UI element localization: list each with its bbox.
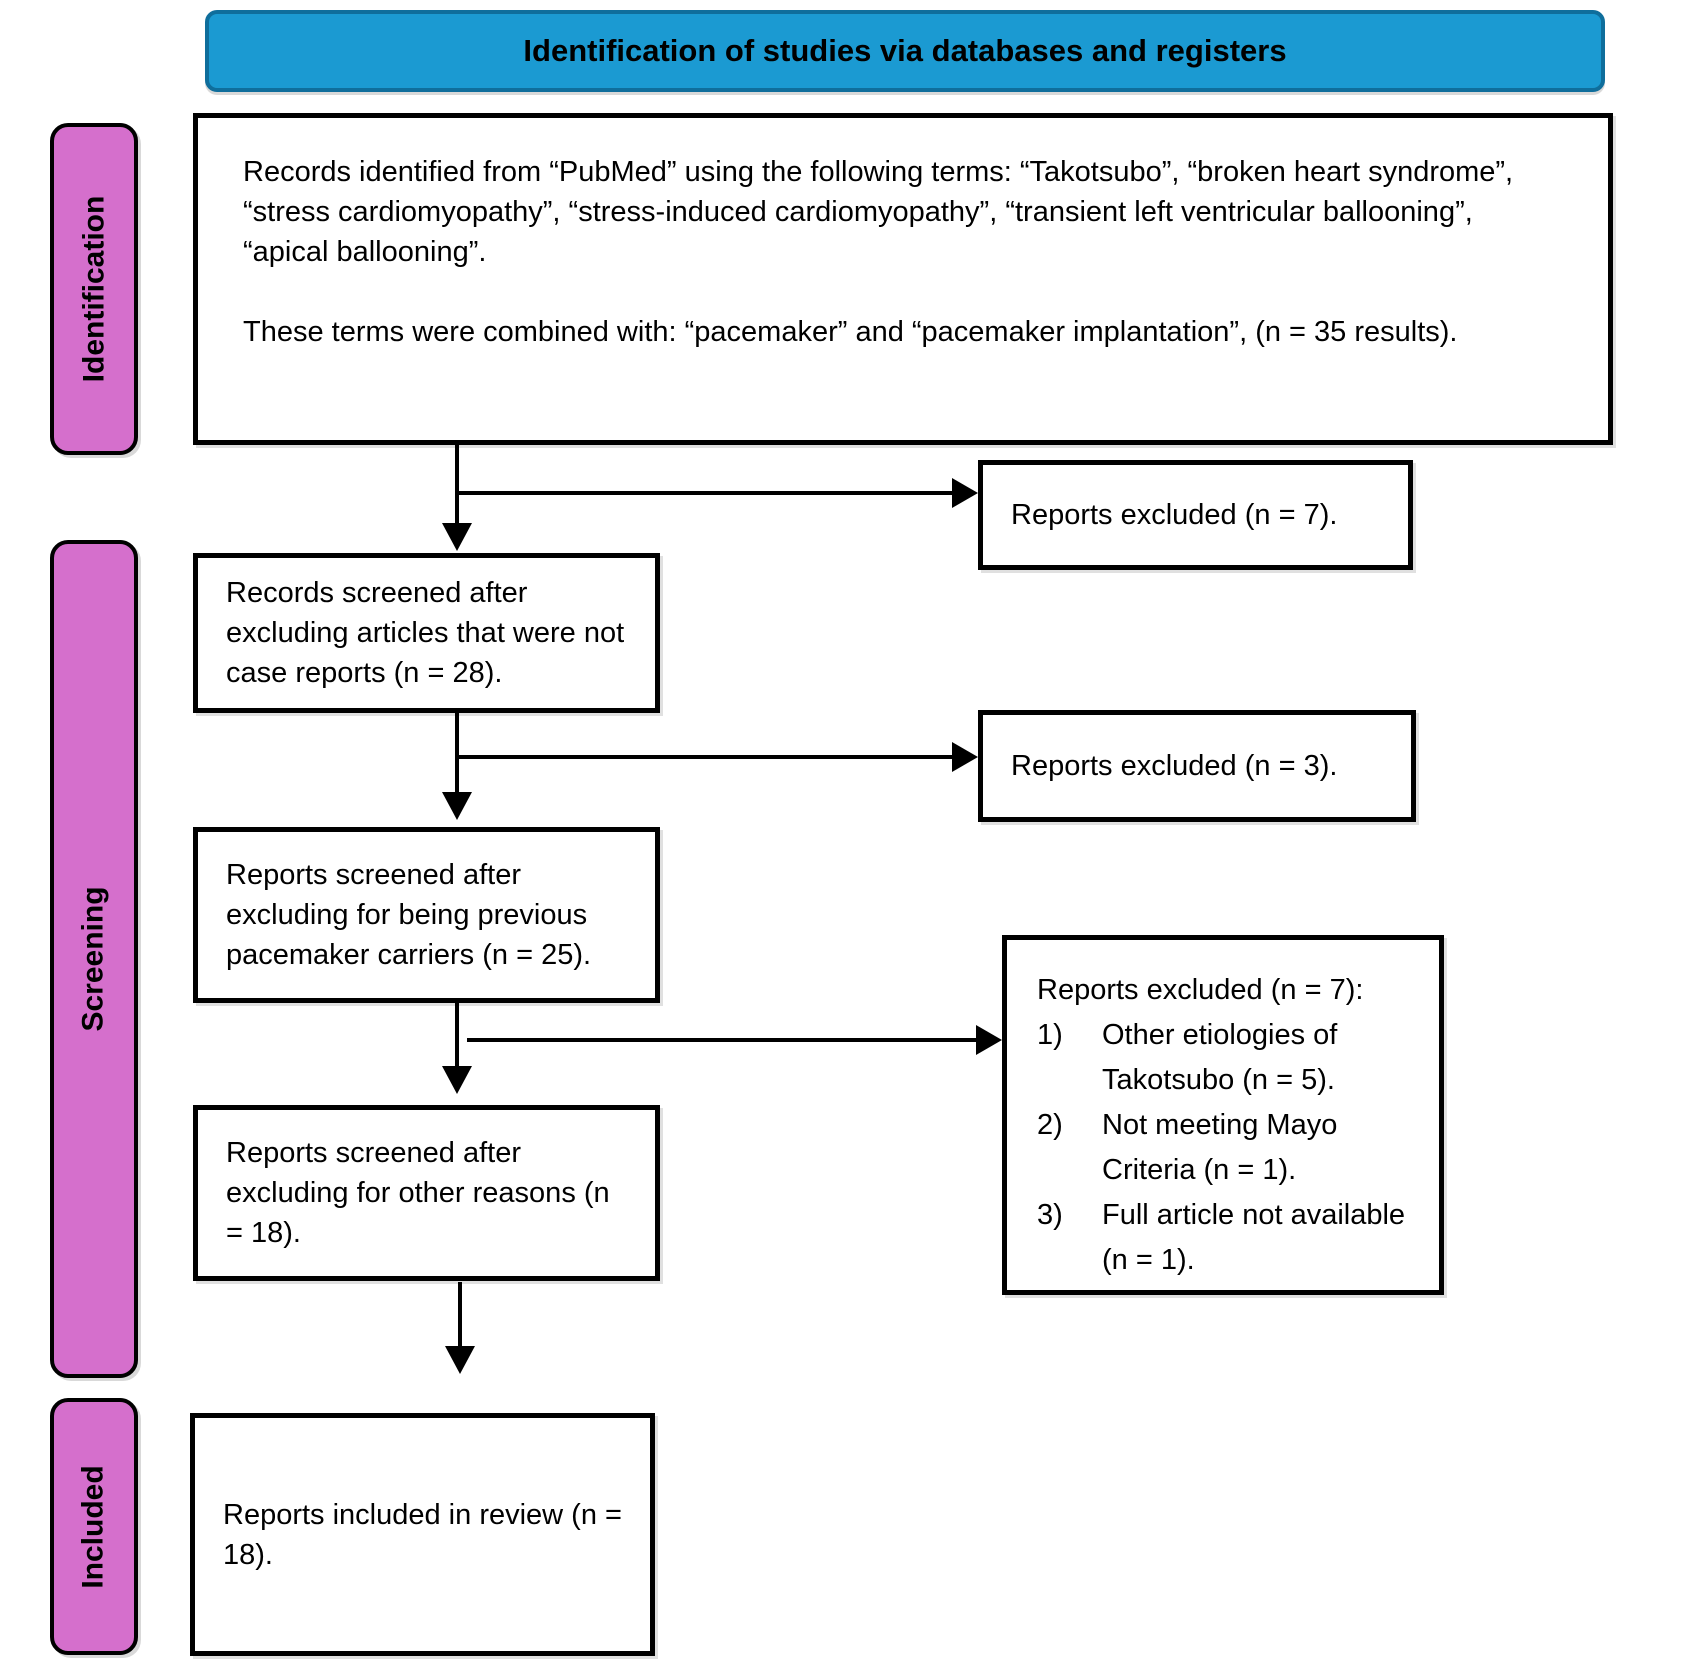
flow-arrow-2-line [455, 712, 459, 794]
box-reports-excluded-1: Reports excluded (n = 7). [978, 460, 1413, 570]
stage-label-text: Identification [77, 195, 111, 383]
stage-label-screening: Screening [50, 540, 138, 1378]
box-reports-screened-pacemaker: Reports screened after excluding for bei… [193, 827, 660, 1003]
stage-label-included: Included [50, 1398, 138, 1655]
reports-excluded-3-heading: Reports excluded (n = 7): [1037, 974, 1364, 1006]
flow-branch-1-right-head-icon [952, 478, 978, 508]
box-records-screened: Records screened after excluding article… [193, 553, 660, 713]
flow-branch-2-right-head-icon [952, 742, 978, 772]
flow-arrow-3-down-head-icon [442, 1066, 472, 1094]
reports-screened-other-text: Reports screened after excluding for oth… [226, 1137, 610, 1249]
diagram-title-banner: Identification of studies via databases … [205, 10, 1605, 92]
excluded-reason-item: 1) Other etiologies of Takotsubo (n = 5)… [1037, 1013, 1427, 1103]
box-reports-excluded-2: Reports excluded (n = 3). [978, 710, 1416, 822]
reports-screened-pacemaker-text: Reports screened after excluding for bei… [226, 859, 592, 971]
flow-arrow-1-line [455, 445, 459, 525]
reports-included-text: Reports included in review (n = 18). [223, 1498, 622, 1571]
flow-arrow-2-down-head-icon [442, 792, 472, 820]
flow-branch-2-line [457, 755, 952, 759]
reports-excluded-1-text: Reports excluded (n = 7). [1011, 499, 1338, 531]
flow-branch-3-right-head-icon [976, 1025, 1002, 1055]
stage-label-text: Screening [77, 886, 110, 1032]
flow-branch-1-line [457, 491, 952, 495]
flow-branch-3-line [467, 1038, 976, 1042]
excluded-reason-item: 3) Full article not available (n = 1). [1037, 1193, 1427, 1283]
reports-excluded-2-text: Reports excluded (n = 3). [1011, 750, 1338, 782]
flow-arrow-3-line [455, 1002, 459, 1068]
records-identified-combined: These terms were combined with: “pacemak… [243, 316, 1458, 348]
records-screened-text: Records screened after excluding article… [226, 577, 625, 689]
stage-label-text: Included [77, 1464, 110, 1589]
reports-excluded-3-list: 1) Other etiologies of Takotsubo (n = 5)… [1037, 1013, 1427, 1283]
excluded-reason-text: Other etiologies of Takotsubo (n = 5). [1102, 1019, 1338, 1096]
excluded-reason-text: Full article not available (n = 1). [1102, 1199, 1406, 1276]
list-marker: 3) [1037, 1199, 1063, 1231]
box-reports-included: Reports included in review (n = 18). [190, 1413, 655, 1656]
flow-arrow-1-down-head-icon [442, 523, 472, 551]
records-identified-terms: Records identified from “PubMed” using t… [243, 156, 1514, 268]
box-records-identified: Records identified from “PubMed” using t… [193, 113, 1613, 445]
box-reports-excluded-3: Reports excluded (n = 7): 1) Other etiol… [1002, 935, 1444, 1295]
flow-arrow-4-line [458, 1282, 462, 1348]
list-marker: 1) [1037, 1019, 1063, 1051]
list-marker: 2) [1037, 1109, 1063, 1141]
box-reports-screened-other: Reports screened after excluding for oth… [193, 1105, 660, 1281]
diagram-title: Identification of studies via databases … [523, 33, 1287, 68]
flow-arrow-4-down-head-icon [445, 1346, 475, 1374]
excluded-reason-item: 2) Not meeting Mayo Criteria (n = 1). [1037, 1103, 1427, 1193]
stage-label-identification: Identification [50, 123, 138, 455]
excluded-reason-text: Not meeting Mayo Criteria (n = 1). [1102, 1109, 1338, 1186]
